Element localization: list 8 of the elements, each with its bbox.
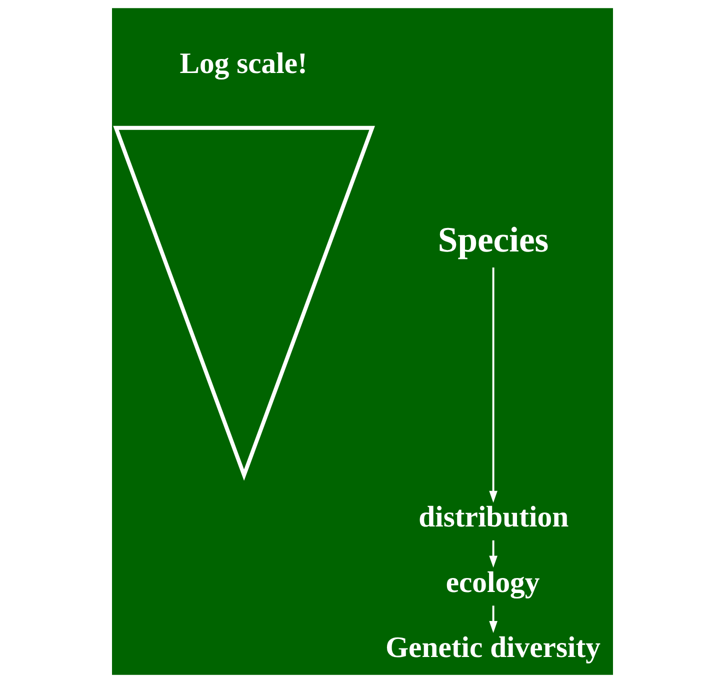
node-text: Species <box>438 219 549 260</box>
node-text: ecology <box>446 566 540 599</box>
arrow <box>489 268 498 503</box>
node-label: Log scale! <box>180 48 308 80</box>
node-text: Genetic diversity <box>385 632 600 664</box>
arrow <box>489 606 498 633</box>
arrow <box>489 540 498 568</box>
node-text: distribution <box>418 501 569 534</box>
